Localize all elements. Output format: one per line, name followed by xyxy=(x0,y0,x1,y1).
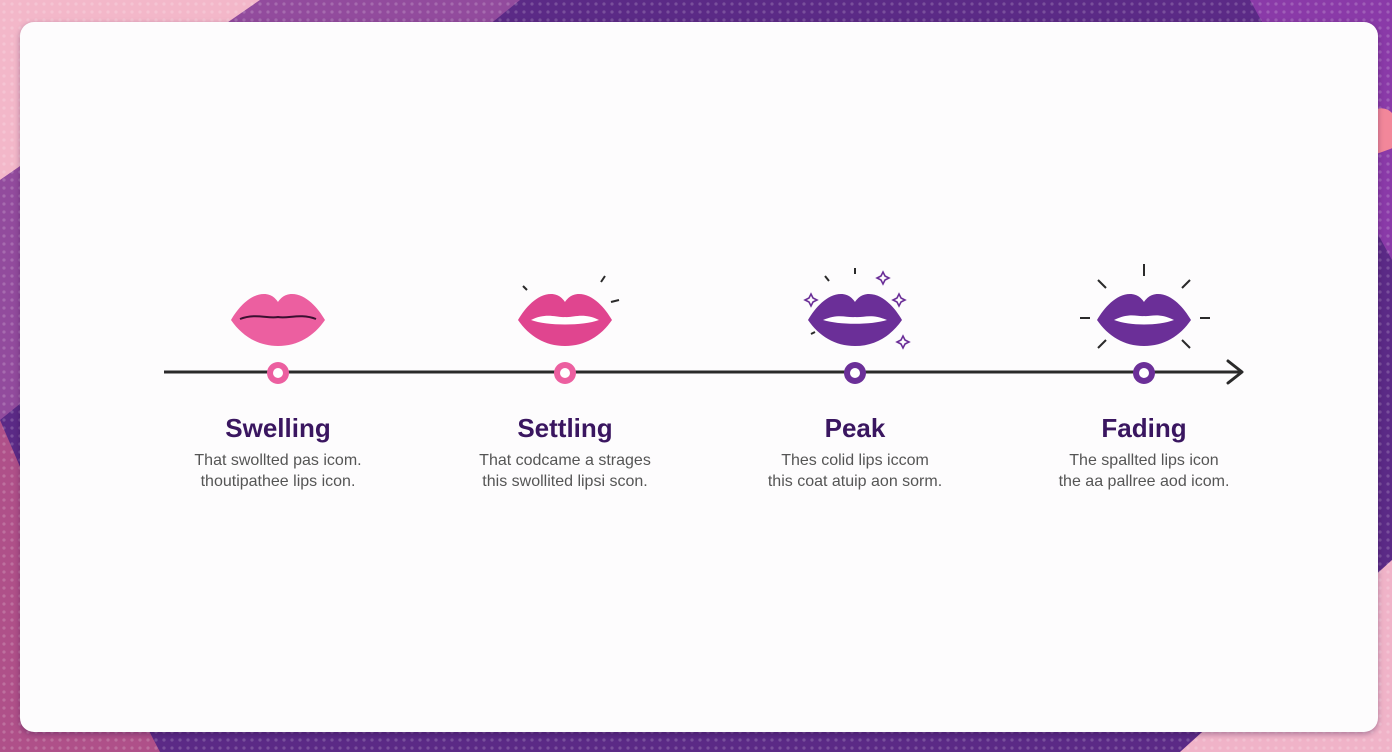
stage-marker-settling xyxy=(554,362,576,384)
stage-peak: Peak Thes colid lips iccom this coat atu… xyxy=(705,410,1005,492)
lips-sparkling-purple-icon xyxy=(803,268,911,350)
stage-title: Settling xyxy=(517,413,613,443)
stage-marker-fading xyxy=(1133,362,1155,384)
stage-swelling: Swelling That swollted pas icom. thoutip… xyxy=(128,410,428,492)
stage-title: Fading xyxy=(1101,413,1187,443)
stage-description-line-2: this coat atuip aon sorm. xyxy=(767,473,943,490)
stage-marker-peak xyxy=(844,362,866,384)
stage-description-line-1: That codcame a strages xyxy=(479,452,651,469)
stage-description-line-1: That swollted pas icom. xyxy=(194,452,362,469)
stage-description-line-1: The spallted lips icon xyxy=(1069,452,1219,469)
lips-radiant-purple-icon xyxy=(1080,264,1210,349)
timeline-arrowhead xyxy=(1226,359,1244,385)
stage-title: Swelling xyxy=(225,413,331,443)
stage-title: Peak xyxy=(824,413,886,443)
lips-plain-pink-icon xyxy=(231,294,325,346)
lips-glowing-pink-icon xyxy=(518,275,620,346)
stage-description-line-2: the aa pallree aod icom. xyxy=(1058,473,1230,490)
stage-marker-swelling xyxy=(267,362,289,384)
stage-description-line-1: Thes colid lips iccom xyxy=(781,452,929,469)
stage-settling: Settling That codcame a strages this swo… xyxy=(415,410,715,492)
stage-fading: Fading The spallted lips icon the aa pal… xyxy=(994,410,1294,492)
stage-description-line-2: this swollited lipsi scon. xyxy=(482,473,648,490)
stage-description-line-2: thoutipathee lips icon. xyxy=(200,473,356,490)
